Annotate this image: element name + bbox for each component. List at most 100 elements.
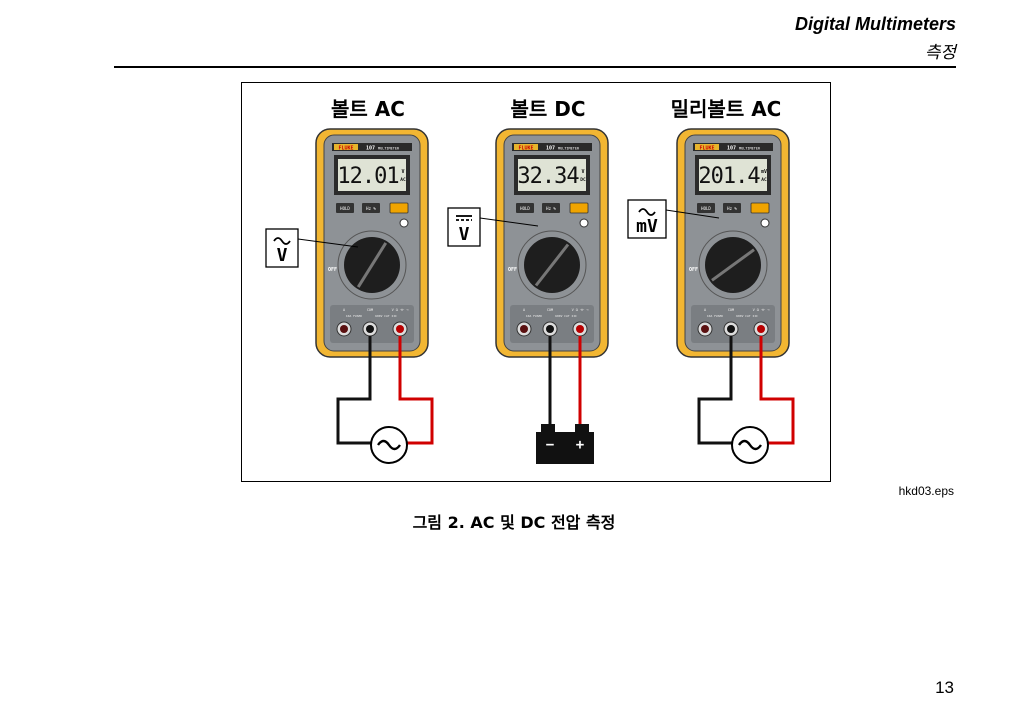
- black-lead: [336, 336, 372, 445]
- model-sub-text: MULTIMETER: [378, 147, 400, 151]
- jack-sub-cat: 600V CAT III: [555, 314, 577, 318]
- brand-strip: [512, 143, 592, 151]
- callout-box: [265, 228, 299, 268]
- callout-box: [627, 199, 667, 239]
- hold-button: [336, 203, 354, 213]
- meter-label-1: 볼트 AC: [331, 97, 405, 121]
- lcd-reading: 201.4: [698, 164, 760, 189]
- hz-button-label: Hz %: [366, 206, 376, 211]
- hz-button: [542, 203, 560, 213]
- jack-label-a: A: [704, 308, 707, 312]
- brand-badge: [514, 144, 538, 150]
- off-label: OFF: [689, 267, 698, 273]
- jack-label-v: V Ω ⊣⊢ ⊸: [572, 308, 590, 312]
- lcd-mode: AC: [761, 177, 767, 183]
- lcd-reading: 12.01: [337, 164, 398, 189]
- page-number: 13: [935, 678, 954, 697]
- model-text: 107: [727, 146, 736, 152]
- lcd-unit: V: [401, 169, 404, 175]
- jack-sub-cat: 600V CAT III: [375, 314, 397, 318]
- file-reference: hkd03.eps: [898, 484, 954, 498]
- jack-hole-2: [396, 325, 404, 333]
- brand-badge: [334, 144, 358, 150]
- jack-hole-0: [340, 325, 348, 333]
- lcd-mode: AC: [400, 177, 406, 183]
- meter-label-3: 밀리볼트 AC: [670, 97, 782, 121]
- ac-wave-icon: [738, 439, 762, 451]
- callout-box: [447, 207, 481, 247]
- hold-button-label: HOLD: [340, 206, 350, 211]
- backlight-icon: [760, 218, 770, 228]
- hold-button-label: HOLD: [701, 206, 711, 211]
- ac-wave-icon: [377, 439, 401, 451]
- brand-strip: [693, 143, 773, 151]
- model-sub-text: MULTIMETER: [739, 147, 761, 151]
- black-lead: [697, 336, 733, 445]
- jack-label-com: COM: [367, 308, 373, 312]
- jack-hole-2: [576, 325, 584, 333]
- jack-label-com: COM: [547, 308, 553, 312]
- jack-label-a: A: [343, 308, 346, 312]
- model-text: 107: [366, 146, 375, 152]
- brand-badge: [695, 144, 719, 150]
- lcd-screen: [518, 159, 586, 191]
- yellow-button: [750, 202, 770, 214]
- ac-mark: [273, 237, 291, 245]
- jack-hole-1: [727, 325, 735, 333]
- callout-symbol: V: [459, 224, 470, 245]
- hz-button-label: Hz %: [727, 206, 737, 211]
- figure-caption: 그림 2. AC 및 DC 전압 측정: [412, 513, 616, 532]
- battery-icon: [536, 432, 594, 464]
- lcd-reading: 32.34: [517, 164, 579, 189]
- brand-strip: [332, 143, 412, 151]
- battery-terminal-pos: [575, 424, 589, 432]
- hold-button: [697, 203, 715, 213]
- lcd-screen: [338, 159, 406, 191]
- jack-label-a: A: [523, 308, 526, 312]
- yellow-button: [569, 202, 589, 214]
- hold-button-label: HOLD: [520, 206, 530, 211]
- header-subtitle: 측정: [924, 43, 956, 63]
- hold-button: [516, 203, 534, 213]
- callout-leader: [665, 209, 720, 219]
- red-lead: [398, 336, 434, 445]
- jack-sub-fused: 10A FUSED: [707, 314, 723, 318]
- jack-label-v: V Ω ⊣⊢ ⊸: [753, 308, 771, 312]
- red-lead: [759, 336, 795, 445]
- knob-pointer: [534, 243, 570, 287]
- lcd-screen: [699, 159, 767, 191]
- battery-minus-label: −: [546, 437, 554, 453]
- model-sub-text: MULTIMETER: [558, 147, 580, 151]
- brand-text: FLUKE: [699, 146, 714, 152]
- knob-pointer: [356, 242, 388, 288]
- header-rule: [114, 66, 956, 68]
- backlight-icon: [579, 218, 589, 228]
- lcd-mode: DC: [580, 177, 586, 183]
- off-label: OFF: [328, 267, 337, 273]
- jack-sub-fused: 10A FUSED: [346, 314, 362, 318]
- header-title: Digital Multimeters: [794, 14, 956, 34]
- jack-sub-cat: 600V CAT III: [736, 314, 758, 318]
- jack-hole-1: [546, 325, 554, 333]
- hz-button-label: Hz %: [546, 206, 556, 211]
- callout-leader: [479, 217, 539, 227]
- battery-plus-label: +: [576, 437, 584, 453]
- yellow-button: [389, 202, 409, 214]
- meter-label-2: 볼트 DC: [510, 97, 586, 121]
- brand-text: FLUKE: [518, 146, 533, 152]
- lcd-unit: mV: [761, 169, 767, 175]
- knob-pointer: [711, 248, 755, 282]
- ac-mark: [638, 208, 656, 216]
- model-text: 107: [546, 146, 555, 152]
- jack-label-com: COM: [728, 308, 734, 312]
- jack-hole-2: [757, 325, 765, 333]
- backlight-icon: [399, 218, 409, 228]
- callout-symbol: mV: [636, 216, 658, 237]
- callout-symbol: V: [277, 245, 288, 266]
- callout-leader: [297, 238, 359, 248]
- brand-text: FLUKE: [338, 146, 353, 152]
